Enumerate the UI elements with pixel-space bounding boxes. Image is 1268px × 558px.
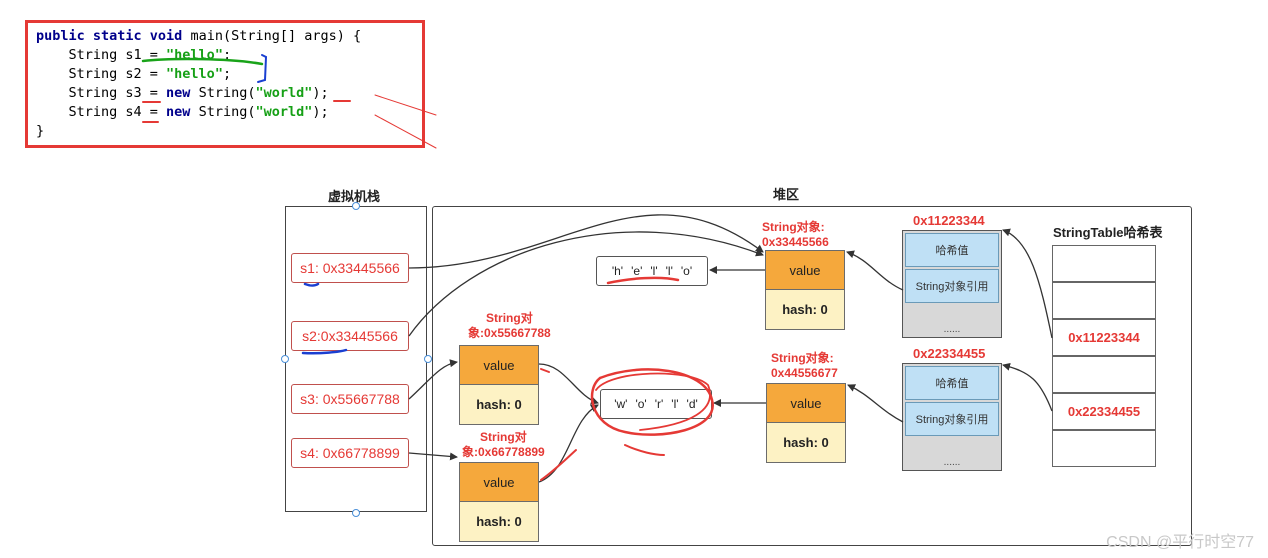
selection-handle[interactable]: [424, 355, 432, 363]
entry-dots: ......: [943, 324, 961, 335]
char-array-hello: 'h' 'e' 'l' 'l' 'o': [596, 256, 708, 286]
object-label-0x44556677: String对象:0x44556677: [771, 351, 838, 380]
stack-var-s3[interactable]: s3: 0x55667788: [291, 384, 409, 414]
char-cell: 'l': [650, 264, 658, 278]
entry-address: 0x22334455: [913, 346, 986, 361]
stack-var-s1[interactable]: s1: 0x33445566: [291, 253, 409, 283]
object-label-0x33445566: String对象:0x33445566: [762, 220, 829, 249]
char-cell: 'd': [686, 397, 698, 411]
stack-title: 虚拟机栈: [328, 189, 381, 204]
hash-entry: 哈希值 String对象引用 ......: [902, 230, 1002, 338]
char-cell: 'w': [614, 397, 628, 411]
string-table-row[interactable]: [1052, 356, 1156, 393]
object-value-field[interactable]: value: [766, 383, 846, 423]
char-cell: 'l': [665, 264, 673, 278]
entry-hash-cell: 哈希值: [905, 233, 999, 267]
object-hash-field: hash: 0: [766, 423, 846, 463]
object-value-field[interactable]: value: [459, 345, 539, 385]
char-cell: 'e': [631, 264, 643, 278]
char-cell: 'r': [654, 397, 664, 411]
code-line-6: }: [36, 123, 45, 139]
entry-ref-cell: String对象引用: [905, 402, 999, 436]
string-table-row[interactable]: 0x11223344: [1052, 319, 1156, 356]
char-cell: 'o': [635, 397, 647, 411]
code-line-5: String s4 = new String("world");: [36, 104, 329, 120]
object-value-field[interactable]: value: [765, 250, 845, 290]
entry-address: 0x11223344: [913, 213, 985, 228]
string-table-row[interactable]: [1052, 282, 1156, 319]
selection-handle[interactable]: [352, 509, 360, 517]
selection-handle[interactable]: [281, 355, 289, 363]
object-value-field[interactable]: value: [459, 462, 539, 502]
char-cell: 'o': [680, 264, 693, 278]
string-table-title: StringTable哈希表: [1053, 225, 1163, 240]
string-table-row[interactable]: [1052, 430, 1156, 467]
char-cell: 'l': [671, 397, 679, 411]
string-table-row[interactable]: 0x22334455: [1052, 393, 1156, 430]
entry-hash-cell: 哈希值: [905, 366, 999, 400]
selection-handle[interactable]: [352, 202, 360, 210]
code-line-1: public static void main(String[] args) {: [36, 28, 362, 44]
code-line-3: String s2 = "hello";: [36, 66, 232, 82]
entry-dots: ......: [943, 457, 961, 468]
char-array-world: 'w' 'o' 'r' 'l' 'd': [600, 389, 712, 419]
code-line-2: String s1 = "hello";: [36, 47, 232, 63]
entry-ref-cell: String对象引用: [905, 269, 999, 303]
char-cell: 'h': [611, 264, 624, 278]
hash-entry: 哈希值 String对象引用 ......: [902, 363, 1002, 471]
object-label-0x66778899: String对象:0x66778899: [462, 430, 545, 459]
object-hash-field: hash: 0: [459, 502, 539, 542]
watermark: CSDN @平行时空77: [1106, 534, 1254, 551]
object-label-0x55667788: String对象:0x55667788: [468, 311, 551, 340]
string-table-row[interactable]: [1052, 245, 1156, 282]
code-panel: public static void main(String[] args) {…: [25, 20, 425, 148]
object-hash-field: hash: 0: [459, 385, 539, 425]
object-hash-field: hash: 0: [765, 290, 845, 330]
code-line-4: String s3 = new String("world");: [36, 85, 329, 101]
stack-var-s2[interactable]: s2:0x33445566: [291, 321, 409, 351]
heap-title: 堆区: [773, 187, 800, 202]
stack-var-s4[interactable]: s4: 0x66778899: [291, 438, 409, 468]
